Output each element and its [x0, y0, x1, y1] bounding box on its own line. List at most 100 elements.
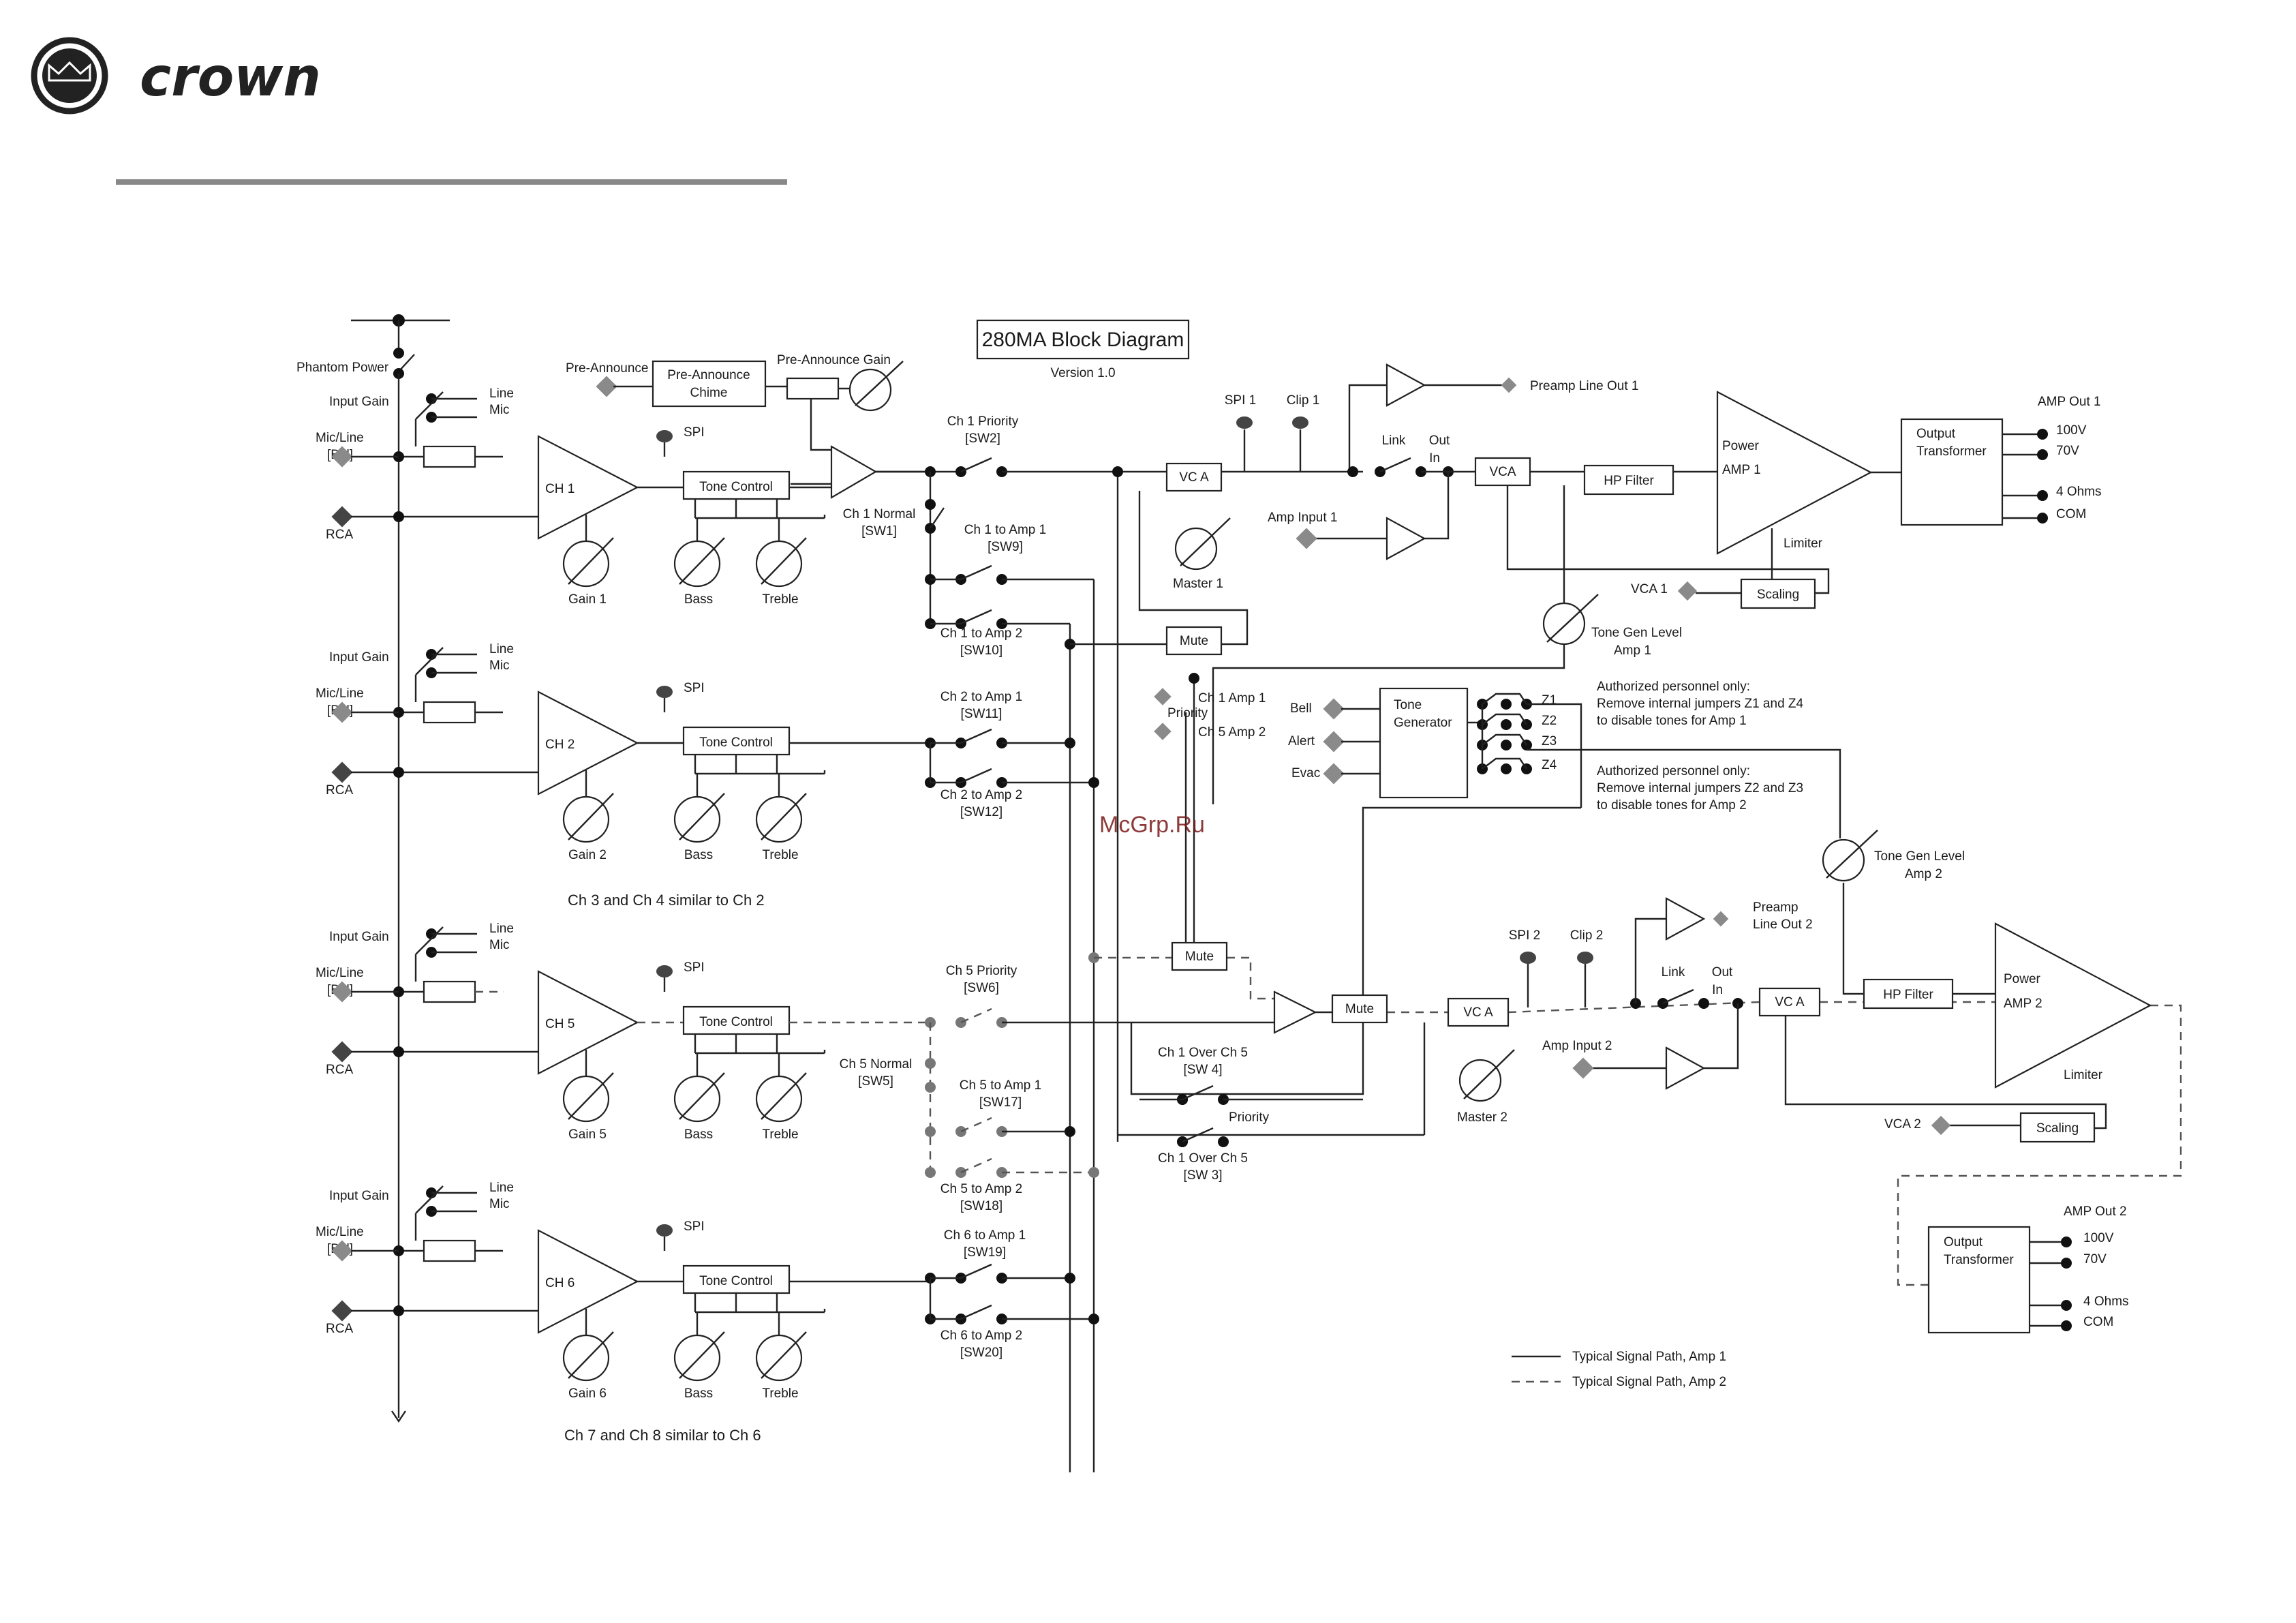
spi-indicator	[656, 686, 673, 698]
evac-jack[interactable]	[1323, 763, 1345, 785]
amp2-tap-com: COM	[2083, 1315, 2113, 1329]
vca1-ctrl-jack[interactable]	[1677, 581, 1698, 601]
input-gain-label: Input Gain	[329, 650, 389, 665]
mic-line-jack[interactable]	[331, 981, 353, 1003]
mic-line-jack[interactable]	[331, 446, 353, 468]
treble-knob-ring[interactable]	[755, 795, 803, 843]
ch1-amp1-jack[interactable]	[1154, 688, 1172, 706]
sw10-blade	[960, 609, 992, 625]
rca-jack[interactable]	[331, 761, 353, 783]
out2-label: Out	[1712, 965, 1733, 980]
wire	[1362, 806, 1581, 995]
rca-jack[interactable]	[331, 506, 353, 528]
bass-knob[interactable]	[673, 793, 725, 843]
j	[925, 1082, 936, 1093]
channel-preamp	[537, 435, 639, 540]
treble-knob[interactable]	[755, 1072, 807, 1123]
bass-knob-ring[interactable]	[673, 1075, 721, 1123]
sw4-blade	[1182, 1084, 1214, 1101]
rca-jack[interactable]	[331, 1041, 353, 1063]
bell-jack[interactable]	[1323, 698, 1345, 720]
sw11-label-line2: [SW11]	[961, 707, 1002, 721]
in2-label: In	[1712, 983, 1723, 997]
mic-line-label: Mic/Line	[316, 686, 364, 701]
preamp-line-out2-jack[interactable]	[1713, 911, 1729, 927]
gain-knob-ring[interactable]	[562, 1334, 610, 1382]
link2-b	[1698, 998, 1709, 1009]
gain-knob[interactable]	[562, 1072, 614, 1123]
sw20-blade	[960, 1304, 992, 1320]
tone-gen-level1-knob[interactable]	[1542, 602, 1586, 646]
amp1-chain: VC A Master 1 SPI 1 Clip 1 Preamp Line O…	[1165, 363, 2102, 658]
bass-knob[interactable]	[673, 537, 725, 588]
junction-dot	[2037, 513, 2048, 524]
treble-knob-ring[interactable]	[755, 1075, 803, 1123]
gain-knob[interactable]	[562, 537, 614, 588]
treble-knob-arrow	[761, 793, 807, 840]
bass-knob-ring[interactable]	[673, 540, 721, 588]
gain-label: Gain 1	[568, 592, 607, 607]
line-label: Line	[489, 386, 514, 401]
mic-line-label: Mic/Line	[316, 431, 364, 445]
input-gain-label: Input Gain	[329, 395, 389, 409]
bass-knob[interactable]	[673, 1072, 725, 1123]
bass-knob-arrow	[679, 1331, 725, 1379]
channel-preamp	[537, 691, 639, 795]
amp-input1-jack[interactable]	[1296, 528, 1317, 549]
tone-generator-section: Ch 1 Amp 1 Priority Ch 5 Amp 2 Bell Aler…	[1154, 680, 1804, 813]
gain-knob-ring[interactable]	[562, 795, 610, 843]
in1-label: In	[1429, 451, 1440, 466]
tone-gen-level2-knob[interactable]	[1822, 838, 1865, 882]
sw4-label-line2: [SW 4]	[1183, 1063, 1222, 1077]
bass-knob[interactable]	[673, 1331, 725, 1382]
limiter2-label: Limiter	[2064, 1068, 2103, 1082]
preamp-line-out2-line1: Preamp	[1753, 900, 1798, 915]
mic-line-jack[interactable]	[331, 701, 353, 723]
amp1-tap-100v: 100V	[2056, 423, 2087, 438]
vca2-ctrl-jack[interactable]	[1931, 1115, 1951, 1136]
j	[1088, 1167, 1099, 1178]
spi2-label: SPI 2	[1509, 928, 1540, 943]
master2-knob[interactable]	[1458, 1059, 1502, 1102]
rca-jack[interactable]	[331, 1300, 353, 1322]
master1-label: Master 1	[1173, 577, 1223, 591]
alert-jack[interactable]	[1323, 731, 1345, 753]
junction-dot	[1088, 1314, 1099, 1324]
gain-knob[interactable]	[562, 793, 614, 843]
gain-knob-ring[interactable]	[562, 1075, 610, 1123]
phantom-power-label: Phantom Power	[296, 361, 389, 375]
clip1-indicator	[1292, 416, 1308, 429]
diagram-version: Version 1.0	[1050, 366, 1115, 380]
bass-knob-ring[interactable]	[673, 1334, 721, 1382]
mic-line-jack[interactable]	[331, 1240, 353, 1262]
amp-input2-jack[interactable]	[1572, 1057, 1594, 1079]
wire	[1634, 917, 1666, 1003]
treble-knob[interactable]	[755, 1331, 807, 1382]
treble-knob-ring[interactable]	[755, 1334, 803, 1382]
amp-out1-label: AMP Out 1	[2038, 395, 2101, 409]
gain-knob-arrow	[568, 793, 614, 840]
gain-knob-ring[interactable]	[562, 540, 610, 588]
gain-knob[interactable]	[562, 1331, 614, 1382]
sw3-label-line1: Ch 1 Over Ch 5	[1158, 1151, 1248, 1166]
rca-label: RCA	[326, 1063, 353, 1077]
bass-knob-ring[interactable]	[673, 795, 721, 843]
brand-name: crown	[140, 47, 321, 108]
amp2-label: AMP 2	[2004, 997, 2042, 1011]
ch1-amp1-label: Ch 1 Amp 1	[1198, 691, 1266, 706]
treble-knob[interactable]	[755, 537, 807, 588]
treble-knob-ring[interactable]	[755, 540, 803, 588]
treble-knob[interactable]	[755, 793, 807, 843]
channel-name: CH 1	[545, 482, 575, 496]
junction-dot	[2061, 1300, 2072, 1311]
vca1-ctrl-label: VCA 1	[1631, 582, 1668, 596]
sw1-label-line2: [SW1]	[861, 524, 897, 539]
master1-knob[interactable]	[1174, 527, 1218, 571]
input-resistor	[423, 701, 476, 724]
power2-label: Power	[2004, 972, 2041, 986]
preamp-line-out1-jack[interactable]	[1501, 377, 1517, 393]
spi1-label: SPI 1	[1225, 393, 1256, 408]
ch5-amp2-jack[interactable]	[1154, 723, 1172, 740]
legend-solid-label: Typical Signal Path, Amp 1	[1572, 1350, 1726, 1364]
